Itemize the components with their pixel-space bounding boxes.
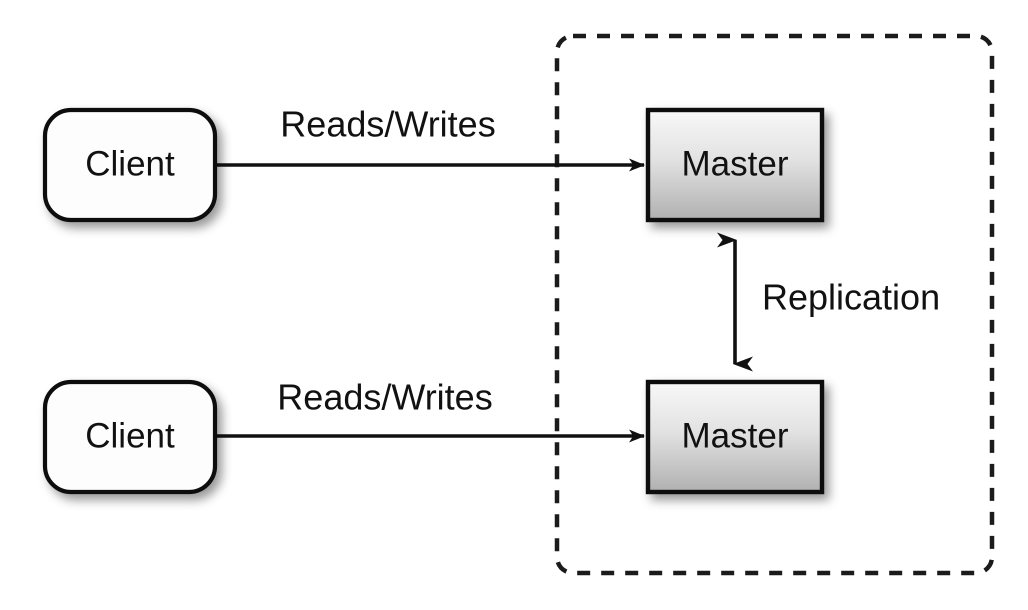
node-master-top[interactable] — [645, 107, 825, 223]
node-master-bottom[interactable] — [645, 379, 825, 495]
node-client-bottom-label: Client — [85, 416, 175, 455]
node-client-bottom[interactable] — [42, 379, 218, 495]
node-client-top[interactable] — [42, 107, 218, 223]
edge-label-reads-writes-top: Reads/Writes — [280, 104, 495, 145]
edge-label-reads-writes-bottom: Reads/Writes — [277, 377, 492, 418]
edge-label-replication: Replication — [762, 277, 940, 318]
node-master-bottom-label: Master — [682, 416, 789, 455]
node-client-top-label: Client — [85, 144, 175, 183]
replication-cluster-boundary — [554, 33, 995, 576]
node-master-top-label: Master — [682, 144, 789, 183]
